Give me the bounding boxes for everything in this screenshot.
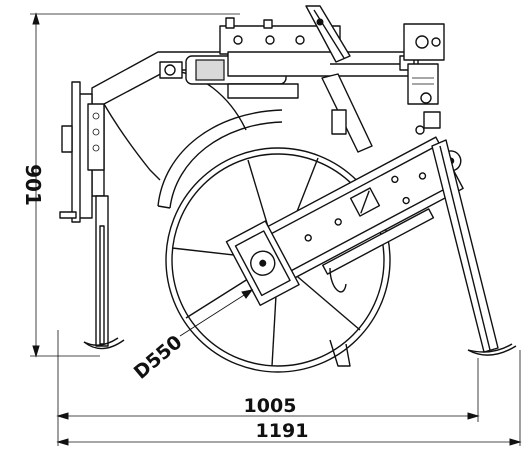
left-foot-edge xyxy=(83,339,125,350)
wheel-skid xyxy=(329,339,351,367)
right-frame xyxy=(403,23,445,135)
right-foot xyxy=(467,345,517,356)
bracket-hole xyxy=(92,128,100,136)
arm-bolt xyxy=(304,234,312,242)
bolt-head xyxy=(265,35,275,45)
arm-bolt xyxy=(334,218,342,226)
right-top-bolt xyxy=(431,37,441,47)
bracket-hole xyxy=(92,112,100,120)
lever-assembly xyxy=(305,5,373,153)
inner-width-arrow-right xyxy=(467,412,480,420)
inner-width-arrow-left xyxy=(56,412,69,420)
link-clamp xyxy=(331,109,347,135)
fender-outer xyxy=(157,109,283,207)
right-plate-bolt xyxy=(420,92,432,104)
arm-lower-rail xyxy=(322,208,435,275)
bracket-hole xyxy=(92,144,100,152)
overall-width-label: 1191 xyxy=(256,420,309,442)
left-clamp xyxy=(61,125,73,153)
right-foot-edge xyxy=(467,343,513,353)
height-label: 901 xyxy=(21,164,45,206)
diameter-arrow xyxy=(241,289,254,299)
lever-arm xyxy=(305,5,351,63)
bolt-top xyxy=(225,17,235,29)
actuator-lower-bracket xyxy=(227,83,299,99)
arm-switch-mark xyxy=(360,190,370,214)
actuator-cylinder-cap xyxy=(195,59,225,81)
arm-bolt xyxy=(402,196,410,205)
left-tab xyxy=(59,211,77,219)
motor-hub-center xyxy=(259,259,267,267)
bolt-head xyxy=(233,35,243,45)
side-plate-lower xyxy=(103,103,161,181)
left-plate xyxy=(71,81,81,223)
arm-hook xyxy=(329,267,347,293)
overall-width-arrow-left xyxy=(56,438,69,446)
right-leg xyxy=(431,139,517,356)
left-frame xyxy=(59,51,229,350)
left-leg-inner xyxy=(99,225,105,345)
actuator-pin xyxy=(164,64,176,76)
link-arm xyxy=(321,73,373,153)
lever-pin xyxy=(316,18,324,26)
overall-width-arrow-right xyxy=(509,438,522,446)
bolt-top xyxy=(263,19,273,29)
right-pivot xyxy=(415,125,425,135)
diameter-leader xyxy=(179,289,253,337)
wheel-rim-inner xyxy=(171,153,385,367)
fender-end xyxy=(157,205,171,209)
left-bracket xyxy=(87,103,105,171)
arm-bolt xyxy=(391,175,399,184)
right-top-bolt xyxy=(415,35,429,49)
diameter-label: D550 xyxy=(130,331,187,383)
actuator-assembly xyxy=(159,17,419,99)
bolt-head xyxy=(295,35,305,45)
right-leg-center xyxy=(439,145,491,351)
width-dimensions: 1005 1191 xyxy=(56,330,522,446)
height-arrow-top xyxy=(32,12,40,25)
arm-bolt xyxy=(418,172,427,180)
inner-width-label: 1005 xyxy=(244,395,297,417)
lever-center-line xyxy=(313,9,345,59)
right-small-block xyxy=(423,111,441,129)
height-arrow-bottom xyxy=(32,345,40,358)
fender-inner xyxy=(169,121,283,209)
height-dimension: 901 xyxy=(21,12,240,358)
